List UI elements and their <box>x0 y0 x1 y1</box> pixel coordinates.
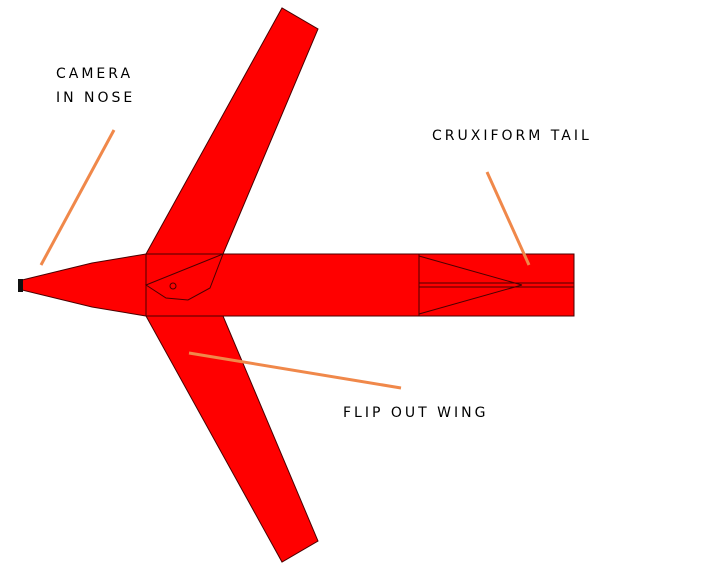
tail-label: CRUXIFORM TAIL <box>432 128 592 144</box>
wing-pivot-bolt <box>169 282 177 290</box>
tail-leader-line <box>485 171 531 266</box>
camera-label-line1: CAMERA <box>56 66 134 82</box>
camera-leader-line <box>39 129 116 266</box>
upper-wing <box>145 7 319 255</box>
wing-leader-line <box>188 351 402 390</box>
camera-label-line2: IN NOSE <box>56 90 136 106</box>
camera-tip <box>18 279 23 292</box>
wing-pivot-hub <box>144 253 224 301</box>
lower-wing <box>145 315 319 563</box>
tail-section <box>418 253 575 317</box>
wing-label: FLIP OUT WING <box>343 405 489 421</box>
tail-fin-upper <box>418 255 523 286</box>
fuselage <box>145 253 420 317</box>
tail-fin-lower <box>418 284 523 315</box>
camera-label: CAMERA IN NOSE <box>56 62 135 110</box>
